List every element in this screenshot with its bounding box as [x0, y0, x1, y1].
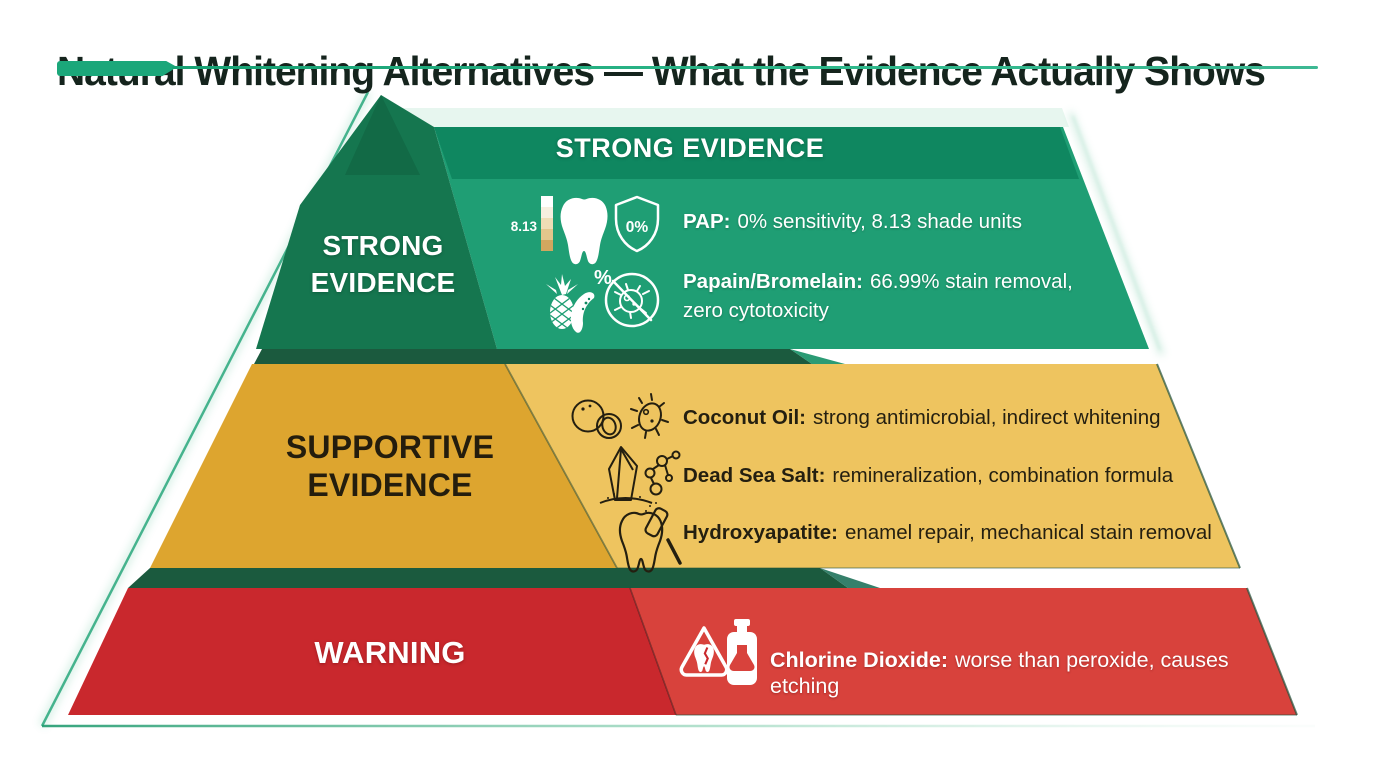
supportive-item-deadseasalt-label: Dead Sea Salt: — [683, 464, 826, 487]
tier-strong-side-label-line2: EVIDENCE — [310, 267, 456, 298]
tier-supportive-side-label-line1: SUPPORTIVE — [285, 429, 495, 465]
tier-warning-side-label: WARNING — [240, 634, 540, 672]
warning-item-chlorine: Chlorine Dioxide:worse than peroxide, ca… — [770, 647, 1250, 699]
shade-guide-icon: 8.13 — [511, 196, 553, 251]
tier-strong-side-label: STRONG EVIDENCE — [268, 227, 498, 301]
tier-supportive-shapes — [150, 363, 1241, 569]
strong-item-papain: Papain/Bromelain:66.99% stain removal, z… — [683, 267, 1083, 325]
tier-warning-shapes — [68, 587, 1298, 716]
strong-item-pap-text: 0% sensitivity, 8.13 shade units — [737, 210, 1022, 233]
warning-item-chlorine-label: Chlorine Dioxide: — [770, 648, 948, 672]
supportive-item-deadseasalt-text: remineralization, combination formula — [832, 464, 1174, 487]
strong-item-pap-label: PAP: — [683, 210, 731, 233]
tooth-toothbrush-icon — [618, 502, 682, 573]
strong-evidence-banner: STRONG EVIDENCE — [555, 133, 825, 163]
shade-value-label: 8.13 — [511, 219, 538, 234]
supportive-item-hydroxyapatite-text: enamel repair, mechanical stain removal — [844, 521, 1212, 544]
microbe-icon — [630, 393, 669, 439]
strong-item-papain-label: Papain/Bromelain: — [683, 270, 863, 293]
tier-supportive-side-label: SUPPORTIVE EVIDENCE — [240, 428, 540, 504]
supportive-item-coconut-label: Coconut Oil: — [683, 406, 806, 429]
strong-item-papain-text: 66.99% stain removal, zero cytotoxicity — [683, 270, 1073, 322]
molecule-icon — [644, 450, 681, 496]
tier-strong-shapes — [256, 95, 1149, 349]
tier-warning-side-label-line1: WARNING — [314, 635, 466, 670]
warning-item-chlorine-text: worse than peroxide, causes etching — [770, 648, 1229, 698]
strong-item-pap: PAP: 0% sensitivity, 8.13 shade units — [683, 209, 1103, 235]
tier-supportive-side-label-line2: EVIDENCE — [307, 467, 473, 503]
percent-symbol: % — [594, 267, 612, 289]
tier-strong-side-label-line1: STRONG — [322, 230, 444, 261]
supportive-item-hydroxyapatite-label: Hydroxyapatite: — [683, 521, 838, 544]
title-underline-accent — [57, 61, 177, 76]
mouthwash-bottle-icon — [727, 619, 757, 685]
supportive-item-hydroxyapatite: Hydroxyapatite: enamel repair, mechanical… — [683, 520, 1223, 546]
shield-percent-icon: 0% — [614, 195, 660, 253]
salt-crystal-icon — [599, 446, 653, 504]
coconut-icon — [571, 399, 622, 439]
supportive-item-coconut-text: strong antimicrobial, indirect whitening — [812, 406, 1161, 429]
warning-tooth-icon — [679, 626, 729, 677]
tooth-icon — [560, 197, 608, 265]
shield-value-label: 0% — [626, 219, 649, 236]
tier-shadow-bands — [128, 349, 880, 588]
title-underline-line — [172, 66, 1318, 69]
supportive-item-deadseasalt: Dead Sea Salt: remineralization, combinat… — [683, 463, 1203, 489]
supportive-item-coconut: Coconut Oil: strong antimicrobial, indire… — [683, 405, 1203, 431]
page-title: Natural Whitening Alternatives — What th… — [57, 48, 1266, 95]
banner-top-highlight — [395, 108, 1069, 127]
pyramid-outline-glow — [37, 89, 1315, 730]
no-microbe-icon — [604, 272, 660, 328]
